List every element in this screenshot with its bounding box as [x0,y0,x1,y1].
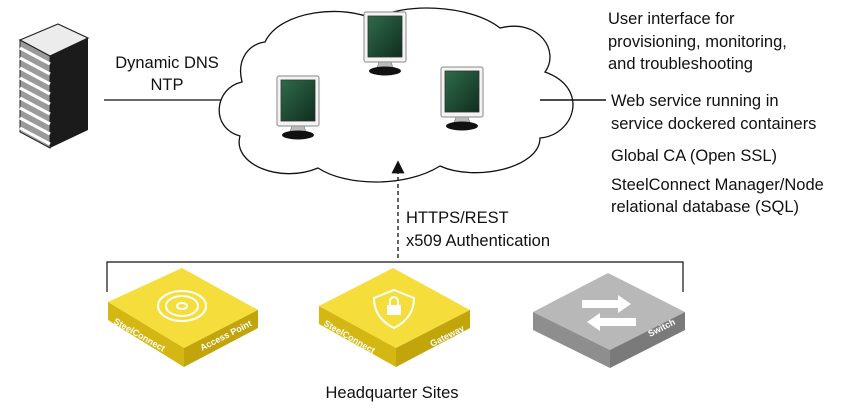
headquarter-sites-label: Headquarter Sites [325,384,459,402]
ui-description-line3: and troubleshooting [608,55,753,73]
access-point-device: SteelConnect Access Point [108,268,258,367]
ui-description-line1: User interface for [608,10,735,28]
https-rest-label: HTTPS/REST [406,209,509,227]
sites-bracket [106,261,684,292]
switch-arrows-icon [582,295,636,331]
shield-lock-icon [372,288,416,330]
switch-device: Switch [533,273,685,368]
global-ca-label: Global CA (Open SSL) [611,147,777,165]
web-service-line1: Web service running in [611,92,779,110]
database-line1: SteelConnect Manager/Node [611,176,824,194]
wifi-icon [157,290,207,322]
ui-description-line2: provisioning, monitoring, [608,33,787,51]
server-rack-icon [18,23,90,149]
database-line2: relational database (SQL) [611,198,800,216]
x509-auth-label: x509 Authentication [406,232,551,250]
gateway-device: SteelConnect Gateway [319,268,470,367]
dns-label: Dynamic DNS [115,54,219,72]
web-service-line2: service dockered containers [611,115,817,133]
ntp-label: NTP [150,76,184,94]
